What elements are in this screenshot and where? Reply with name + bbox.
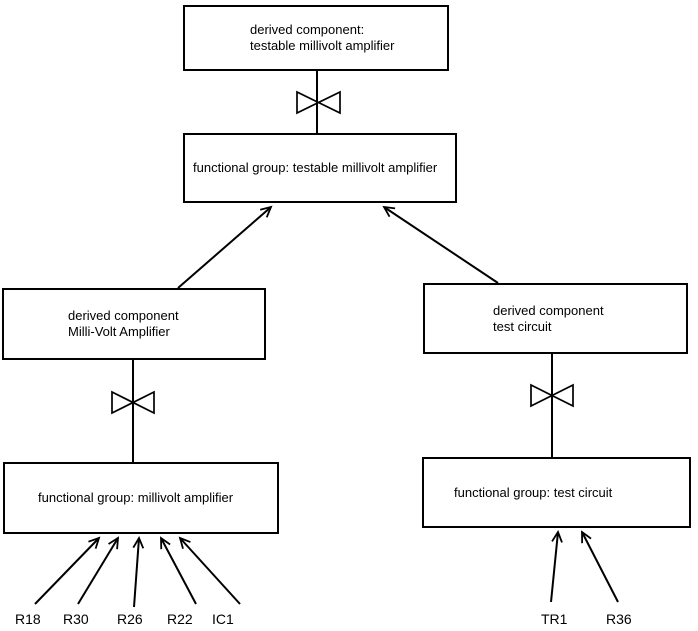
node-label-line: functional group: test circuit — [454, 484, 613, 500]
node-label-line: test circuit — [493, 318, 552, 334]
node-derived-component-milli-volt-amplifier: derived component Milli-Volt Amplifier — [2, 288, 266, 360]
component-label-tr1: TR1 — [541, 611, 568, 627]
node-label-line: testable millivolt amplifier — [250, 38, 395, 53]
node-derived-component-testable-millivolt-amplifier: derived component: testable millivolt am… — [183, 5, 449, 71]
node-functional-group-test-circuit: functional group: test circuit — [422, 457, 691, 528]
node-label-line: derived component: — [250, 22, 365, 37]
edge-r18 — [34, 536, 101, 605]
bowtie-icon — [296, 90, 341, 115]
node-label-line: derived component — [68, 308, 179, 323]
edge-derived-tc-to-fg-testable — [382, 205, 499, 284]
node-label-line: derived component — [493, 302, 604, 318]
node-functional-group-testable-millivolt-amplifier: functional group: testable millivolt amp… — [183, 133, 457, 203]
component-label-r30: R30 — [63, 611, 89, 627]
node-derived-component-test-circuit: derived component test circuit — [423, 283, 688, 354]
component-label-r22: R22 — [167, 611, 193, 627]
edge-r30 — [77, 536, 120, 605]
node-label-line: functional group: millivolt amplifier — [38, 490, 234, 505]
node-label-line: Milli-Volt Amplifier — [68, 324, 170, 339]
bowtie-icon — [111, 390, 155, 415]
edge-r26 — [132, 535, 145, 608]
component-label-r26: R26 — [117, 611, 143, 627]
edge-ic1 — [178, 536, 241, 605]
component-label-r36: R36 — [606, 611, 632, 627]
edge-r36 — [581, 530, 619, 603]
node-label-line: functional group: testable millivolt amp… — [193, 160, 438, 175]
edge-tr1 — [550, 529, 563, 603]
component-label-r18: R18 — [15, 611, 41, 627]
edge-derived-mva-to-fg-testable — [177, 205, 273, 289]
bowtie-icon — [530, 383, 574, 408]
component-label-ic1: IC1 — [212, 611, 234, 627]
node-functional-group-millivolt-amplifier: functional group: millivolt amplifier — [3, 462, 279, 534]
edge-r22 — [160, 536, 197, 605]
